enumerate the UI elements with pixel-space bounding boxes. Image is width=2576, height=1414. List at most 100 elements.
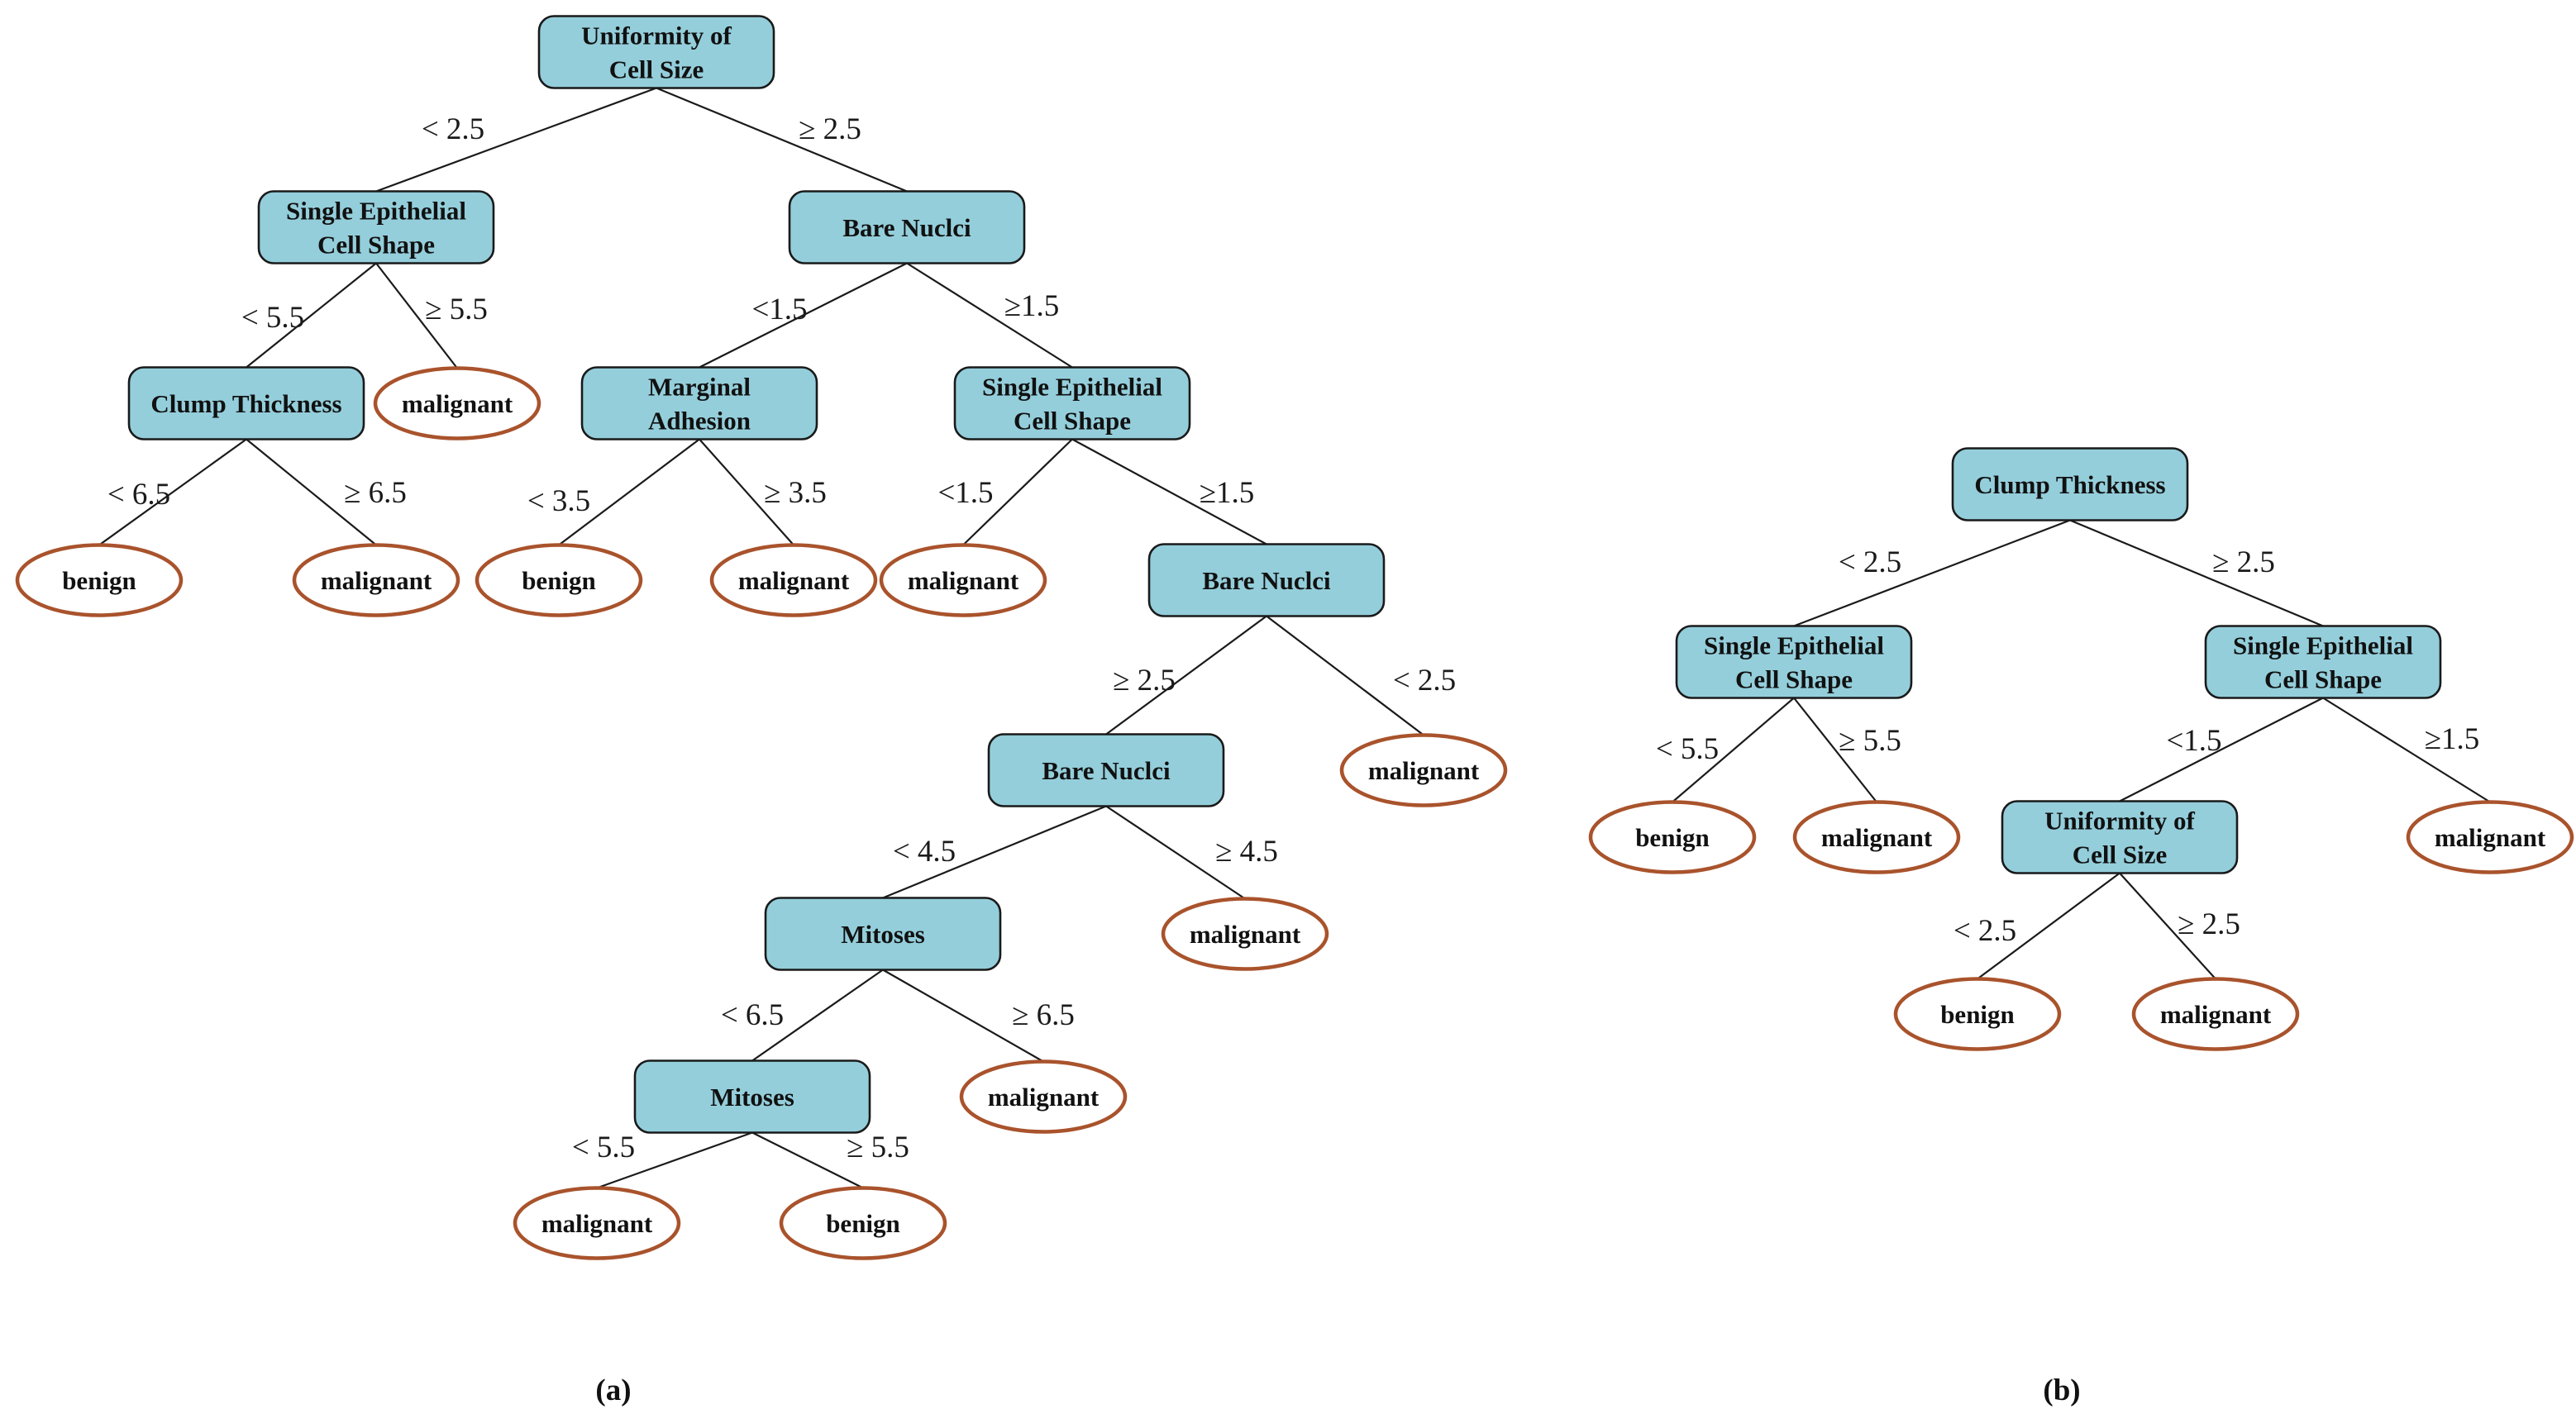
edge-a6-a11 <box>699 438 794 546</box>
edge-label-b3-b7: ≥1.5 <box>2425 722 2480 756</box>
leaf-ellipse <box>15 543 184 617</box>
edge-b6-b8 <box>1977 872 2120 980</box>
leaf-malignant-b7: malignant <box>2406 800 2574 874</box>
edge-a13-a15 <box>1266 615 1424 736</box>
edge-label-a1-a2: < 2.5 <box>422 112 484 146</box>
edge-b3-b7 <box>2322 697 2491 803</box>
node-label-line: benign <box>522 566 596 595</box>
edge-label-b6-b8: < 2.5 <box>1953 914 2016 948</box>
edge-label-a13-a14: ≥ 2.5 <box>1113 664 1176 697</box>
leaf-benign-a21: benign <box>779 1186 947 1260</box>
edge-a3-a6 <box>699 262 908 369</box>
node-label-line: Cell Shape <box>317 231 435 259</box>
leaf-ellipse <box>779 1186 947 1260</box>
edge-label-a6-a11: ≥ 3.5 <box>764 476 827 510</box>
edge-label-a16-a19: ≥ 6.5 <box>1012 998 1075 1032</box>
node-label-line: Single Epithelial <box>982 373 1162 402</box>
leaf-ellipse <box>959 1059 1128 1134</box>
split-node-box <box>764 897 1002 971</box>
node-label-line: benign <box>1940 1000 2015 1029</box>
leaf-benign-b4: benign <box>1588 800 1757 874</box>
node-label-line: Cell Shape <box>1014 407 1131 436</box>
edge-b1-b3 <box>2069 519 2324 627</box>
edge-a16-a18 <box>751 969 884 1062</box>
node-label-line: malignant <box>541 1209 653 1238</box>
node-label-line: Mitoses <box>841 920 925 949</box>
edge-label-a7-a12: <1.5 <box>937 476 993 510</box>
leaf-ellipse <box>2131 977 2300 1051</box>
edge-a4-a9 <box>246 438 377 546</box>
split-node-bare-nuclci-a13: Bare Nuclci <box>1147 543 1386 617</box>
edge-a4-a8 <box>98 438 247 546</box>
split-node-box <box>633 1059 871 1134</box>
leaf-malignant-b9: malignant <box>2131 977 2300 1051</box>
split-node-box <box>788 190 1026 264</box>
node-label-line: malignant <box>908 566 1019 595</box>
node-label-line: Cell Shape <box>2264 665 2382 694</box>
leaf-malignant-a9: malignant <box>292 543 460 617</box>
edge-a16-a19 <box>882 969 1044 1063</box>
split-node-box <box>1675 625 1913 699</box>
leaf-malignant-a17: malignant <box>1161 897 1329 971</box>
leaf-ellipse <box>475 543 643 617</box>
split-node-bare-nuclci-a14: Bare Nuclci <box>987 733 1225 807</box>
edge-a3-a7 <box>906 262 1073 369</box>
edge-a13-a14 <box>1105 615 1267 736</box>
edge-label-b2-b4: < 5.5 <box>1656 732 1719 766</box>
leaf-ellipse <box>709 543 878 617</box>
node-label-line: benign <box>1635 823 1710 852</box>
split-node-clump-thickness-a4: Clump Thickness <box>127 366 365 440</box>
leaf-benign-a8: benign <box>15 543 184 617</box>
leaf-ellipse <box>513 1186 681 1260</box>
node-label-line: Mitoses <box>710 1083 794 1112</box>
leaf-ellipse <box>1588 800 1757 874</box>
edge-label-b1-b2: < 2.5 <box>1839 545 1901 579</box>
edge-b6-b9 <box>2119 872 2216 980</box>
leaf-malignant-a12: malignant <box>879 543 1047 617</box>
node-label-line: Clump Thickness <box>1974 470 2165 499</box>
node-label-line: Adhesion <box>648 407 751 436</box>
node-label-line: Clump Thickness <box>150 389 341 418</box>
edge-a7-a13 <box>1071 438 1267 545</box>
node-label-line: malignant <box>738 566 850 595</box>
edge-b2-b4 <box>1672 697 1795 803</box>
edge-a18-a20 <box>596 1131 753 1189</box>
split-node-mitoses-a16: Mitoses <box>764 897 1002 971</box>
leaf-benign-b8: benign <box>1893 977 2062 1051</box>
node-label-line: malignant <box>1821 823 1933 852</box>
node-label-line: Marginal <box>648 373 751 402</box>
edge-label-b2-b5: ≥ 5.5 <box>1839 724 1901 758</box>
node-label-line: benign <box>826 1209 900 1238</box>
edge-label-a1-a3: ≥ 2.5 <box>799 112 861 146</box>
split-node-box <box>2204 625 2442 699</box>
edge-labels-layer: < 2.5 ≥ 2.5 < 5.5 ≥ 5.5 <1.5 ≥1.5 < 6.5 ≥ 6.5 < … <box>107 112 2479 1164</box>
edge-label-a2-a5: ≥ 5.5 <box>425 293 488 326</box>
node-label-line: Uniformity of <box>581 21 732 50</box>
edge-a18-a21 <box>751 1131 864 1189</box>
split-node-box <box>953 366 1191 440</box>
leaf-malignant-a11: malignant <box>709 543 878 617</box>
node-label-line: Single Epithelial <box>2233 631 2413 660</box>
edge-label-a7-a13: ≥1.5 <box>1200 476 1255 510</box>
leaf-ellipse <box>292 543 460 617</box>
split-node-bare-nuclci-a3: Bare Nuclci <box>788 190 1026 264</box>
split-node-box <box>257 190 495 264</box>
edge-a6-a10 <box>558 438 700 546</box>
leaf-benign-a10: benign <box>475 543 643 617</box>
edge-label-a16-a18: < 6.5 <box>721 998 784 1032</box>
split-node-box <box>1147 543 1386 617</box>
leaf-malignant-b5: malignant <box>1792 800 1961 874</box>
split-node-mitoses-a18: Mitoses <box>633 1059 871 1134</box>
leaf-malignant-a15: malignant <box>1339 733 1508 807</box>
edge-label-a14-a16: < 4.5 <box>893 835 956 869</box>
node-label-line: malignant <box>321 566 432 595</box>
edge-label-b6-b9: ≥ 2.5 <box>2178 907 2240 941</box>
node-label-line: Single Epithelial <box>1704 631 1884 660</box>
leaf-malignant-a20: malignant <box>513 1186 681 1260</box>
node-label-line: malignant <box>2160 1000 2272 1029</box>
